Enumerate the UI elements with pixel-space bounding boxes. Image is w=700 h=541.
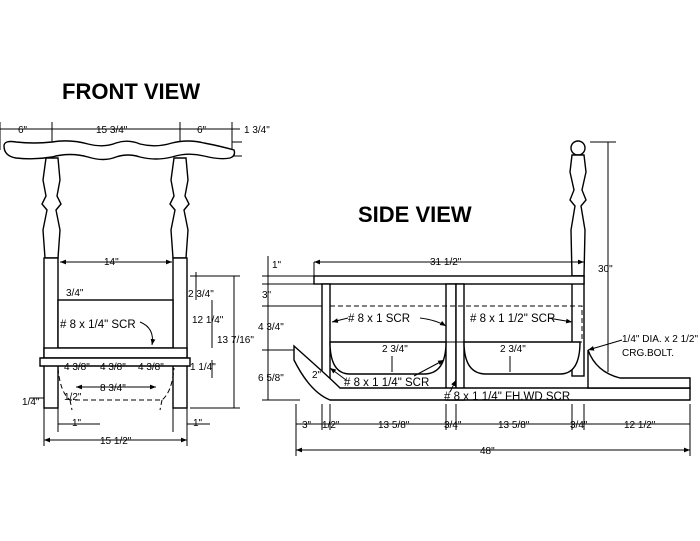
dim-side-2: 2"	[312, 370, 322, 381]
side-front-leg	[321, 283, 331, 385]
front-right-leg	[172, 257, 188, 409]
side-post-knob	[570, 140, 586, 156]
dim-bottom-13-5-8-a: 13 5/8"	[378, 420, 410, 431]
side-view: SIDE VIEW 30" 31 1/2" 1" 3" 4 3/4" 6 5/8…	[258, 140, 698, 457]
dim-foot-left: 1"	[72, 418, 82, 429]
front-left-post	[41, 157, 62, 259]
dim-1-2: 1/2"	[64, 392, 82, 403]
dim-spacing-3: 4 3/8"	[138, 362, 164, 373]
side-cradle-right	[463, 341, 581, 375]
dim-side-4-3-4: 4 3/4"	[258, 322, 284, 333]
dim-bottom-12-1-2: 12 1/2"	[624, 420, 656, 431]
front-screw-label: # 8 x 1/4" SCR	[60, 319, 136, 331]
side-cradle-left	[329, 341, 447, 375]
dim-seat-length: 31 1/2"	[430, 257, 462, 268]
dim-bottom-3: 3"	[302, 420, 312, 431]
dim-bottom-13-5-8-b: 13 5/8"	[498, 420, 530, 431]
side-runner-end	[587, 349, 691, 389]
dim-side-1: 1"	[272, 260, 282, 271]
side-view-title: SIDE VIEW	[358, 202, 472, 227]
side-runner	[293, 344, 691, 401]
dim-1-1-4: 1 1/4"	[190, 362, 216, 373]
dim-8-3-4: 8 3/4"	[100, 383, 126, 394]
dim-12-1-4: 12 1/4"	[192, 315, 224, 326]
dim-2-3-4: 2 3/4"	[188, 289, 214, 300]
front-bottom-rail	[39, 357, 191, 367]
side-bolt-line1: 1/4" DIA. x 2 1/2"	[622, 334, 698, 345]
dim-front-3-4: 3/4"	[66, 288, 84, 299]
side-seat-board	[313, 275, 585, 285]
dim-spacing-1: 4 3/8"	[64, 362, 90, 373]
dim-top-thick: 1 3/4"	[244, 125, 270, 136]
dim-top-width: 15 3/4"	[96, 125, 128, 136]
dim-left-ext: 6"	[18, 125, 28, 136]
dim-side-3: 3"	[262, 290, 272, 301]
dim-side-2-3-4-a: 2 3/4"	[382, 344, 408, 355]
side-screw-d: # 8 x 1 1/4" FH.WD SCR	[444, 391, 570, 403]
dim-foot-right: 1"	[193, 418, 203, 429]
dim-side-2-3-4-b: 2 3/4"	[500, 344, 526, 355]
dim-seat-width: 14"	[104, 257, 119, 268]
dim-total-48: 48"	[480, 446, 495, 457]
dim-bottom-3-4-b: 3/4"	[570, 420, 588, 431]
dim-bottom-1-2: 1/2"	[322, 420, 340, 431]
front-left-leg	[43, 257, 59, 409]
front-view: FRONT VIEW 6" 15 3/4" 6" 1 3/4" 14"	[0, 79, 270, 447]
side-bolt-line2: CRG.BOLT.	[622, 348, 674, 359]
side-screw-a: # 8 x 1 SCR	[348, 313, 410, 325]
front-right-dimensions: 2 3/4" 12 1/4" 13 7/16" 1 1/4"	[188, 272, 254, 409]
dim-13-7-16: 13 7/16"	[217, 335, 254, 346]
side-screw-b: # 8 x 1 1/2" SCR	[470, 313, 555, 325]
dim-side-6-5-8: 6 5/8"	[258, 373, 284, 384]
dim-base-width: 15 1/2"	[100, 436, 132, 447]
side-bottom-dimensions: 3" 1/2" 13 5/8" 3/4" 13 5/8" 3/4" 12 1/2…	[295, 404, 691, 457]
front-top-rail	[3, 140, 236, 161]
front-view-title: FRONT VIEW	[62, 79, 200, 104]
side-back-post	[569, 154, 587, 277]
dim-1-4: 1/4"	[22, 397, 40, 408]
dim-bottom-3-4-a: 3/4"	[444, 420, 462, 431]
dim-height-30: 30"	[598, 264, 613, 275]
dim-right-ext: 6"	[197, 125, 207, 136]
side-screw-c: # 8 x 1 1/4" SCR	[344, 377, 429, 389]
dim-spacing-2: 4 3/8"	[100, 362, 126, 373]
front-seat-board	[43, 347, 188, 359]
front-right-post	[169, 157, 190, 259]
front-top-dimensions: 6" 15 3/4" 6" 1 3/4"	[0, 122, 270, 157]
